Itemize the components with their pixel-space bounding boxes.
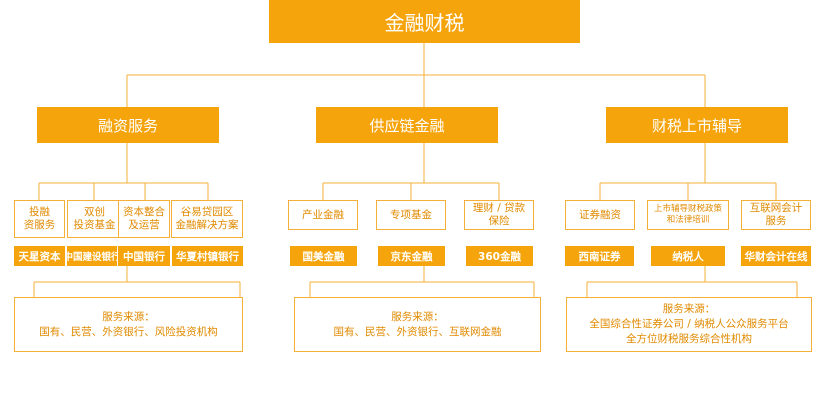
institution-badge: 西南证券 xyxy=(565,246,634,266)
service-node: 专项基金 xyxy=(376,200,446,230)
institution-badge: 天星资本 xyxy=(14,246,65,266)
source-title: 服务来源： xyxy=(102,310,155,323)
institution-badge: 360金融 xyxy=(466,246,533,266)
institution-badge: 中国银行 xyxy=(118,246,170,266)
service-node: 投融 资服务 xyxy=(14,200,65,238)
source-line: 国有、民营、外资银行、风险投资机构 xyxy=(39,325,218,338)
source-title: 服务来源： xyxy=(391,310,444,323)
source-box-tax-listing: 服务来源： 全国综合性证券公司 / 纳税人公众服务平台 全方位财税服务综合性机构 xyxy=(566,297,812,352)
service-node: 上市辅导财税政策 和法律培训 xyxy=(647,200,729,230)
source-line: 全国综合性证券公司 / 纳税人公众服务平台 xyxy=(589,318,789,330)
source-line: 国有、民营、外资银行、互联网金融 xyxy=(333,325,502,338)
service-node: 理财 / 贷款 保险 xyxy=(464,200,534,230)
category-tax-listing: 财税上市辅导 xyxy=(606,107,788,143)
institution-badge: 中国建设银行 xyxy=(67,246,117,266)
institution-badge: 京东金融 xyxy=(378,246,445,266)
service-node: 资本整合 及运营 xyxy=(118,200,170,238)
category-supply-chain: 供应链金融 xyxy=(316,107,498,143)
source-title: 服务来源： xyxy=(662,303,716,315)
service-node: 证券融资 xyxy=(565,200,635,230)
institution-badge: 华夏村镇银行 xyxy=(172,246,243,266)
category-financing: 融资服务 xyxy=(37,107,219,143)
source-box-financing: 服务来源： 国有、民营、外资银行、风险投资机构 xyxy=(14,297,243,352)
service-node: 互联网会计 服务 xyxy=(741,200,811,230)
service-node: 谷易贷园区 金融解决方案 xyxy=(171,200,243,238)
service-node: 产业金融 xyxy=(288,200,358,230)
source-line: 全方位财税服务综合性机构 xyxy=(626,333,752,345)
institution-badge: 纳税人 xyxy=(651,246,725,266)
institution-badge: 华财会计在线 xyxy=(741,246,811,266)
source-box-supply-chain: 服务来源： 国有、民营、外资银行、互联网金融 xyxy=(294,297,541,352)
institution-badge: 国美金融 xyxy=(290,246,357,266)
service-node: 双创 投资基金 xyxy=(67,200,122,238)
root-node: 金融财税 xyxy=(269,0,580,43)
